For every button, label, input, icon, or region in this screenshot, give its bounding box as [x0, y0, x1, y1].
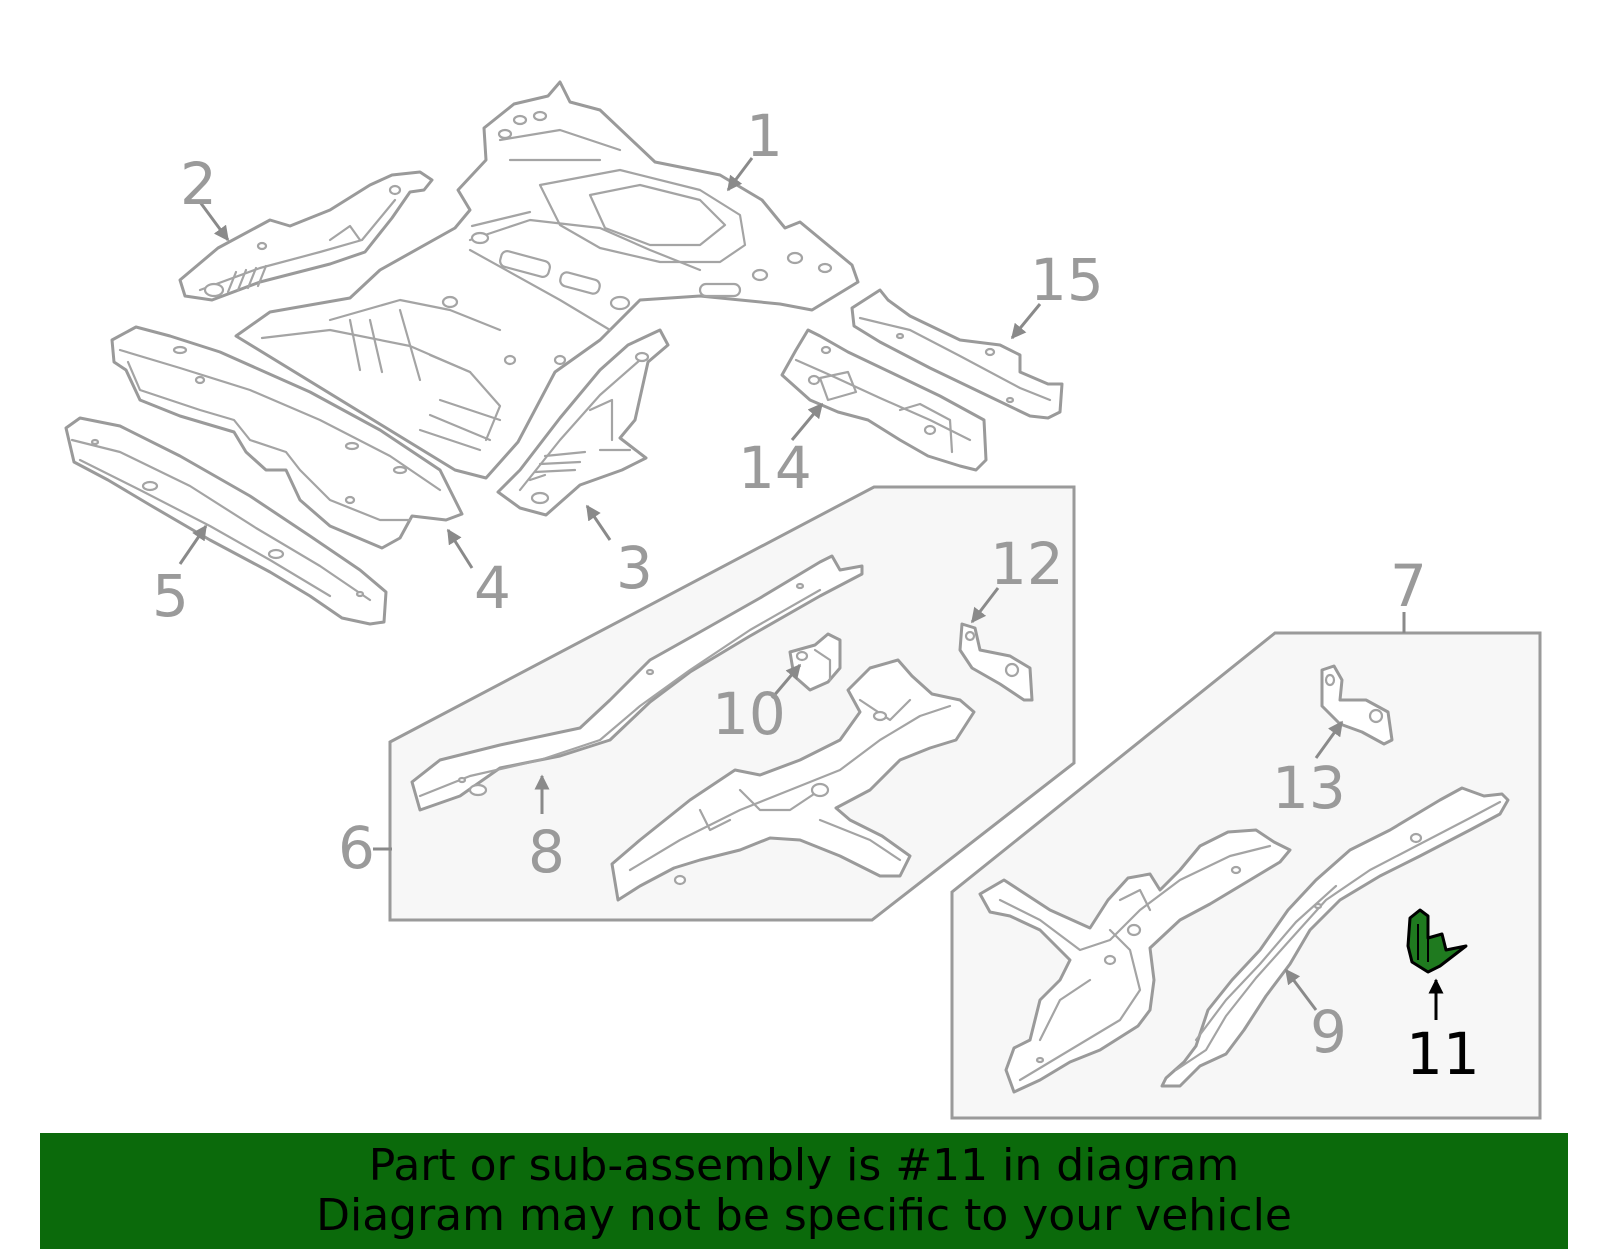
- callout-11: 11: [1406, 1020, 1480, 1088]
- part-5-rail: [64, 416, 388, 626]
- callout-15: 15: [1030, 246, 1104, 314]
- callout-5: 5: [152, 562, 189, 630]
- part-10-small-bracket: [788, 632, 842, 692]
- group-box-6: [388, 485, 1076, 922]
- banner-line-part-number: Part or sub-assembly is #11 in diagram: [368, 1140, 1240, 1191]
- frame-assembly-box-7: [978, 828, 1292, 1094]
- callout-3: 3: [616, 534, 653, 602]
- part-11-highlighted: [1406, 908, 1468, 974]
- part-12-bracket: [958, 622, 1034, 702]
- callout-2: 2: [180, 150, 217, 218]
- callout-8: 8: [528, 818, 565, 886]
- info-banner: Part or sub-assembly is #11 in diagram D…: [40, 1133, 1568, 1249]
- callout-4: 4: [474, 554, 511, 622]
- callout-7: 7: [1390, 552, 1427, 620]
- part-3-side-member: [496, 328, 670, 517]
- banner-line-disclaimer: Diagram may not be specific to your vehi…: [316, 1190, 1292, 1241]
- leader-lines: [178, 157, 1444, 1020]
- callout-10: 10: [712, 680, 786, 748]
- callout-14: 14: [738, 434, 812, 502]
- part-2-bracket: [178, 170, 434, 302]
- part-14-bracket-assembly: [780, 328, 988, 472]
- part-4-crossmember: [110, 325, 464, 550]
- part-9-rail: [1160, 786, 1510, 1088]
- part-8-rail: [410, 554, 864, 812]
- callout-13: 13: [1272, 754, 1346, 822]
- part-1-rear-floor-pan: [234, 80, 860, 480]
- callout-9: 9: [1310, 998, 1347, 1066]
- callout-12: 12: [990, 530, 1064, 598]
- callout-1: 1: [746, 102, 783, 170]
- frame-assembly-box-6: [610, 658, 976, 902]
- callout-6: 6: [338, 814, 375, 882]
- part-15-rail: [850, 288, 1064, 420]
